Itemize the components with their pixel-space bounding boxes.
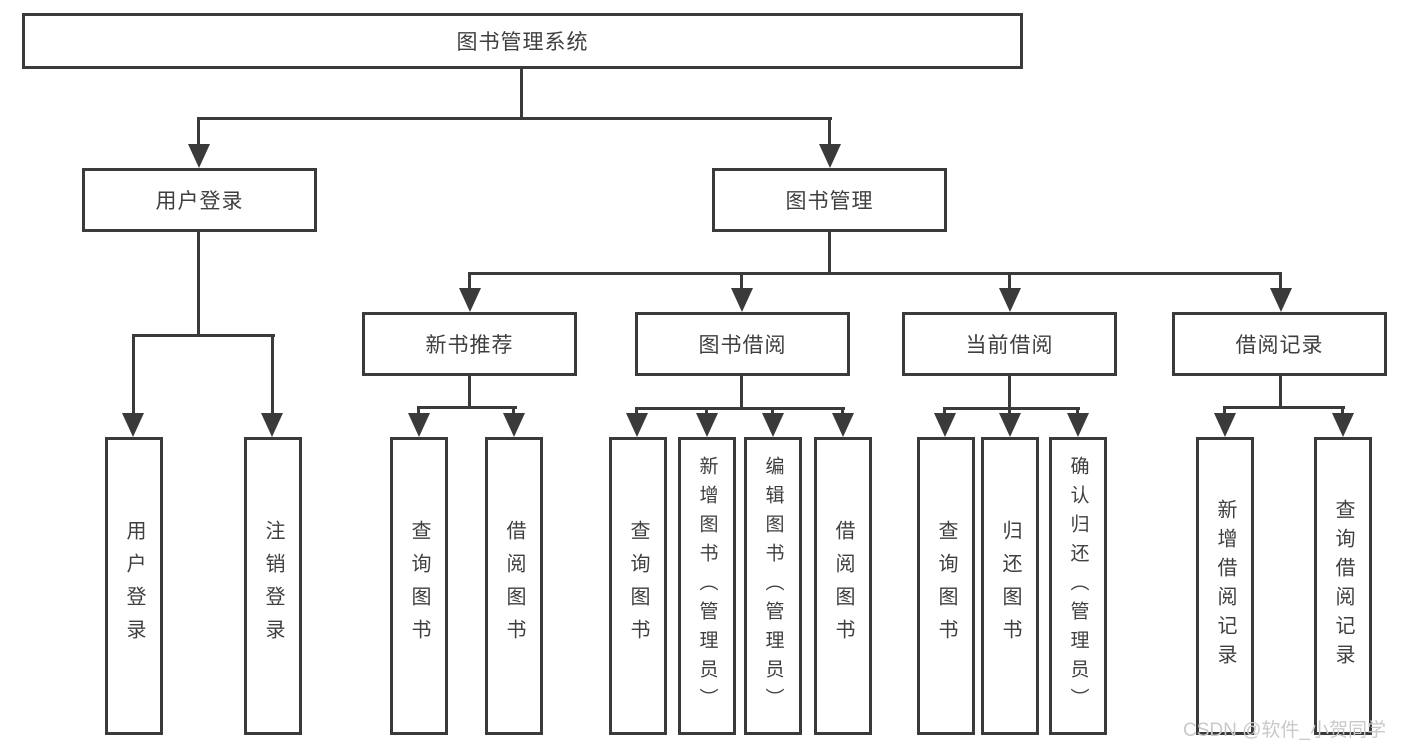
arrowhead (999, 288, 1021, 312)
connector-hline (417, 406, 517, 409)
node-library-management-system: 图书管理系统 (22, 13, 1023, 69)
connector-hline (943, 407, 1080, 410)
node-label: 查询图书 (627, 520, 649, 652)
arrowhead (762, 413, 784, 437)
connector-vline (1076, 407, 1079, 416)
node-label: 查询图书 (408, 520, 430, 652)
leaf-query-books-3: 查询图书 (917, 437, 975, 735)
connector-vline (1279, 272, 1282, 290)
arrowhead (999, 413, 1021, 437)
connector-hline (635, 407, 845, 410)
arrowhead (696, 413, 718, 437)
connector-vline (705, 407, 708, 416)
node-user-login: 用户登录 (82, 168, 317, 232)
node-label: 编辑图书（管理员） (762, 455, 784, 717)
connector-vline (1008, 376, 1011, 409)
leaf-borrow-books-1: 借阅图书 (485, 437, 543, 735)
connector-vline (771, 407, 774, 416)
leaf-confirm-return-admin: 确认归还（管理员） (1049, 437, 1107, 735)
connector-vline (417, 406, 420, 416)
connector-vline (740, 272, 743, 290)
node-new-book-recommendation: 新书推荐 (362, 312, 577, 376)
node-label: 用户登录 (123, 520, 145, 652)
node-label: 确认归还（管理员） (1067, 455, 1089, 717)
node-label: 新增图书（管理员） (696, 455, 718, 717)
arrowhead (1214, 413, 1236, 437)
connector-vline (740, 376, 743, 409)
watermark: CSDN @软件_小贺同学 (1183, 720, 1386, 741)
connector-vline (1223, 406, 1226, 416)
connector-vline (635, 407, 638, 416)
connector-hline (1223, 406, 1345, 409)
connector-vline (828, 117, 831, 147)
connector-vline (132, 334, 135, 414)
connector-vline (271, 334, 274, 414)
connector-hline (132, 334, 275, 337)
connector-vline (197, 232, 200, 337)
arrowhead (261, 413, 283, 437)
arrowhead (503, 413, 525, 437)
arrowhead (934, 413, 956, 437)
node-label: 图书管理系统 (456, 31, 589, 54)
connector-vline (468, 272, 471, 290)
node-borrowing-records: 借阅记录 (1172, 312, 1387, 376)
leaf-add-borrow-record: 新增借阅记录 (1196, 437, 1254, 735)
leaf-borrow-books-2: 借阅图书 (814, 437, 872, 735)
connector-vline (1008, 407, 1011, 416)
arrowhead (408, 413, 430, 437)
node-label: 当前借阅 (965, 334, 1054, 357)
arrowhead (188, 144, 210, 168)
leaf-edit-books-admin: 编辑图书（管理员） (744, 437, 802, 735)
node-label: 借阅记录 (1235, 334, 1324, 357)
leaf-logout-login: 注销登录 (244, 437, 302, 735)
connector-hline (198, 117, 832, 120)
connector-vline (841, 407, 844, 416)
node-label: 借阅图书 (832, 520, 854, 652)
node-book-management: 图书管理 (712, 168, 947, 232)
arrowhead (819, 144, 841, 168)
leaf-user-login: 用户登录 (105, 437, 163, 735)
node-label: 归还图书 (999, 520, 1021, 652)
leaf-return-books: 归还图书 (981, 437, 1039, 735)
node-book-borrowing: 图书借阅 (635, 312, 850, 376)
arrowhead (832, 413, 854, 437)
arrowhead (459, 288, 481, 312)
arrowhead (626, 413, 648, 437)
node-label: 图书借阅 (698, 334, 787, 357)
connector-vline (520, 69, 523, 118)
arrowhead (1270, 288, 1292, 312)
arrowhead (122, 413, 144, 437)
leaf-query-books-1: 查询图书 (390, 437, 448, 735)
connector-vline (197, 117, 200, 147)
leaf-add-books-admin: 新增图书（管理员） (678, 437, 736, 735)
node-label: 新增借阅记录 (1214, 499, 1236, 673)
arrowhead (1067, 413, 1089, 437)
leaf-query-books-2: 查询图书 (609, 437, 667, 735)
node-label: 新书推荐 (425, 334, 514, 357)
connector-vline (828, 232, 831, 274)
node-label: 借阅图书 (503, 520, 525, 652)
node-label: 查询借阅记录 (1332, 499, 1354, 673)
connector-vline (943, 407, 946, 416)
connector-vline (512, 406, 515, 416)
node-label: 用户登录 (155, 190, 244, 213)
connector-vline (1341, 406, 1344, 416)
node-label: 注销登录 (262, 520, 284, 652)
connector-hline (468, 272, 1282, 275)
node-label: 查询图书 (935, 520, 957, 652)
connector-vline (1008, 272, 1011, 290)
node-label: 图书管理 (785, 190, 874, 213)
arrowhead (731, 288, 753, 312)
arrowhead (1332, 413, 1354, 437)
node-current-borrowing: 当前借阅 (902, 312, 1117, 376)
leaf-query-borrow-record: 查询借阅记录 (1314, 437, 1372, 735)
connector-vline (468, 376, 471, 408)
connector-vline (1279, 376, 1282, 408)
